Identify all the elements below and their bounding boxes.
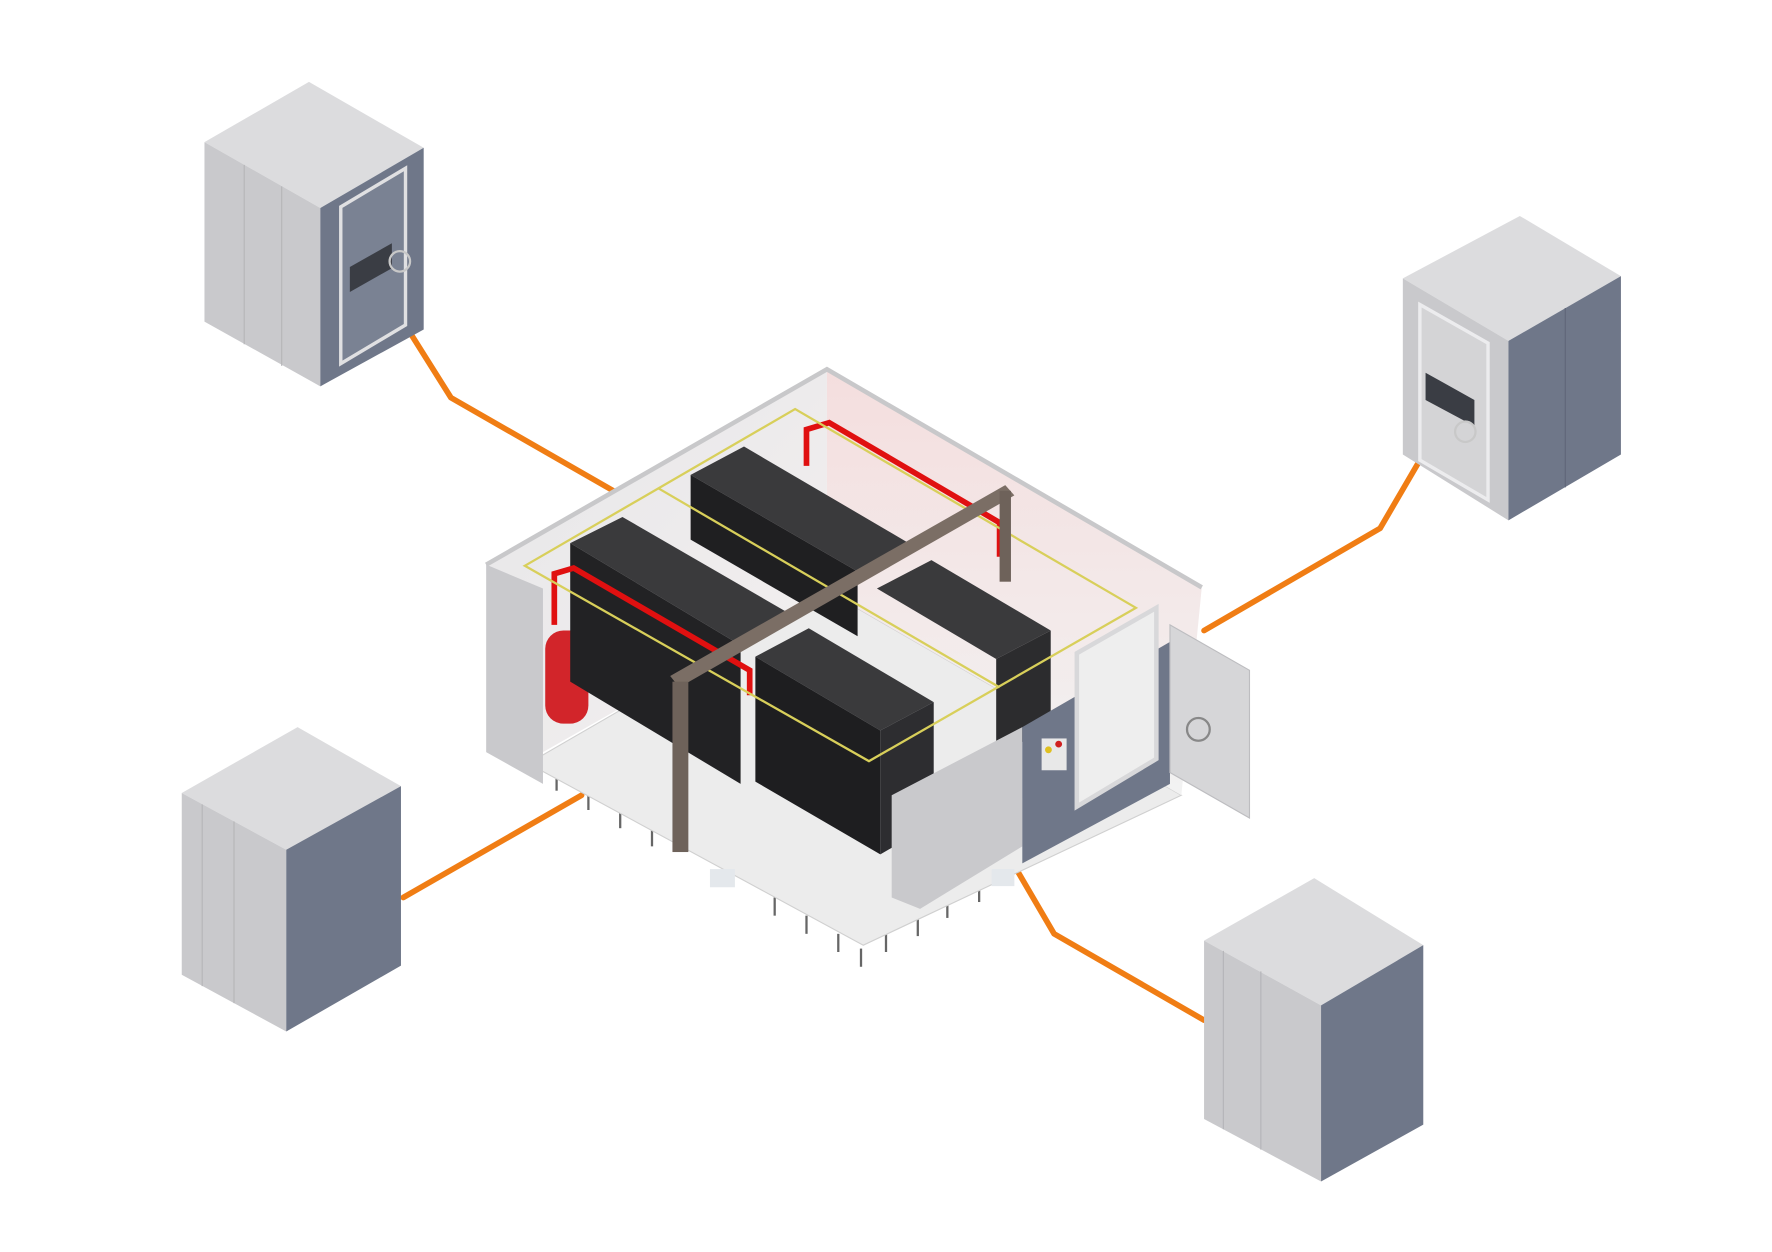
dial-wheel-icon bbox=[1453, 420, 1477, 444]
safe-bottom-right bbox=[1204, 878, 1424, 1182]
cable-top-right bbox=[1201, 443, 1448, 634]
cable-top-left bbox=[377, 309, 617, 494]
server-room bbox=[485, 366, 1251, 967]
keypad-panel bbox=[349, 243, 392, 293]
support-beam bbox=[670, 485, 1015, 853]
front-wall bbox=[891, 727, 1023, 909]
floor-junction-box bbox=[709, 869, 735, 888]
keypad-panel bbox=[1425, 372, 1475, 427]
vault-wheel-icon bbox=[1185, 716, 1211, 742]
floor-junction-box bbox=[991, 869, 1015, 887]
side-wall-left bbox=[486, 564, 543, 784]
safe-top-right bbox=[1402, 215, 1621, 521]
vault-door[interactable] bbox=[1169, 623, 1251, 819]
vault-door-frame bbox=[1074, 603, 1159, 811]
cable-bottom-right bbox=[981, 846, 1207, 1023]
control-panel bbox=[1041, 738, 1067, 771]
safe-top-left bbox=[204, 81, 424, 387]
safe-bottom-left bbox=[181, 727, 401, 1032]
dial-wheel-icon bbox=[388, 250, 412, 273]
server-racks bbox=[570, 446, 1051, 855]
cable-bottom-left bbox=[400, 792, 585, 901]
